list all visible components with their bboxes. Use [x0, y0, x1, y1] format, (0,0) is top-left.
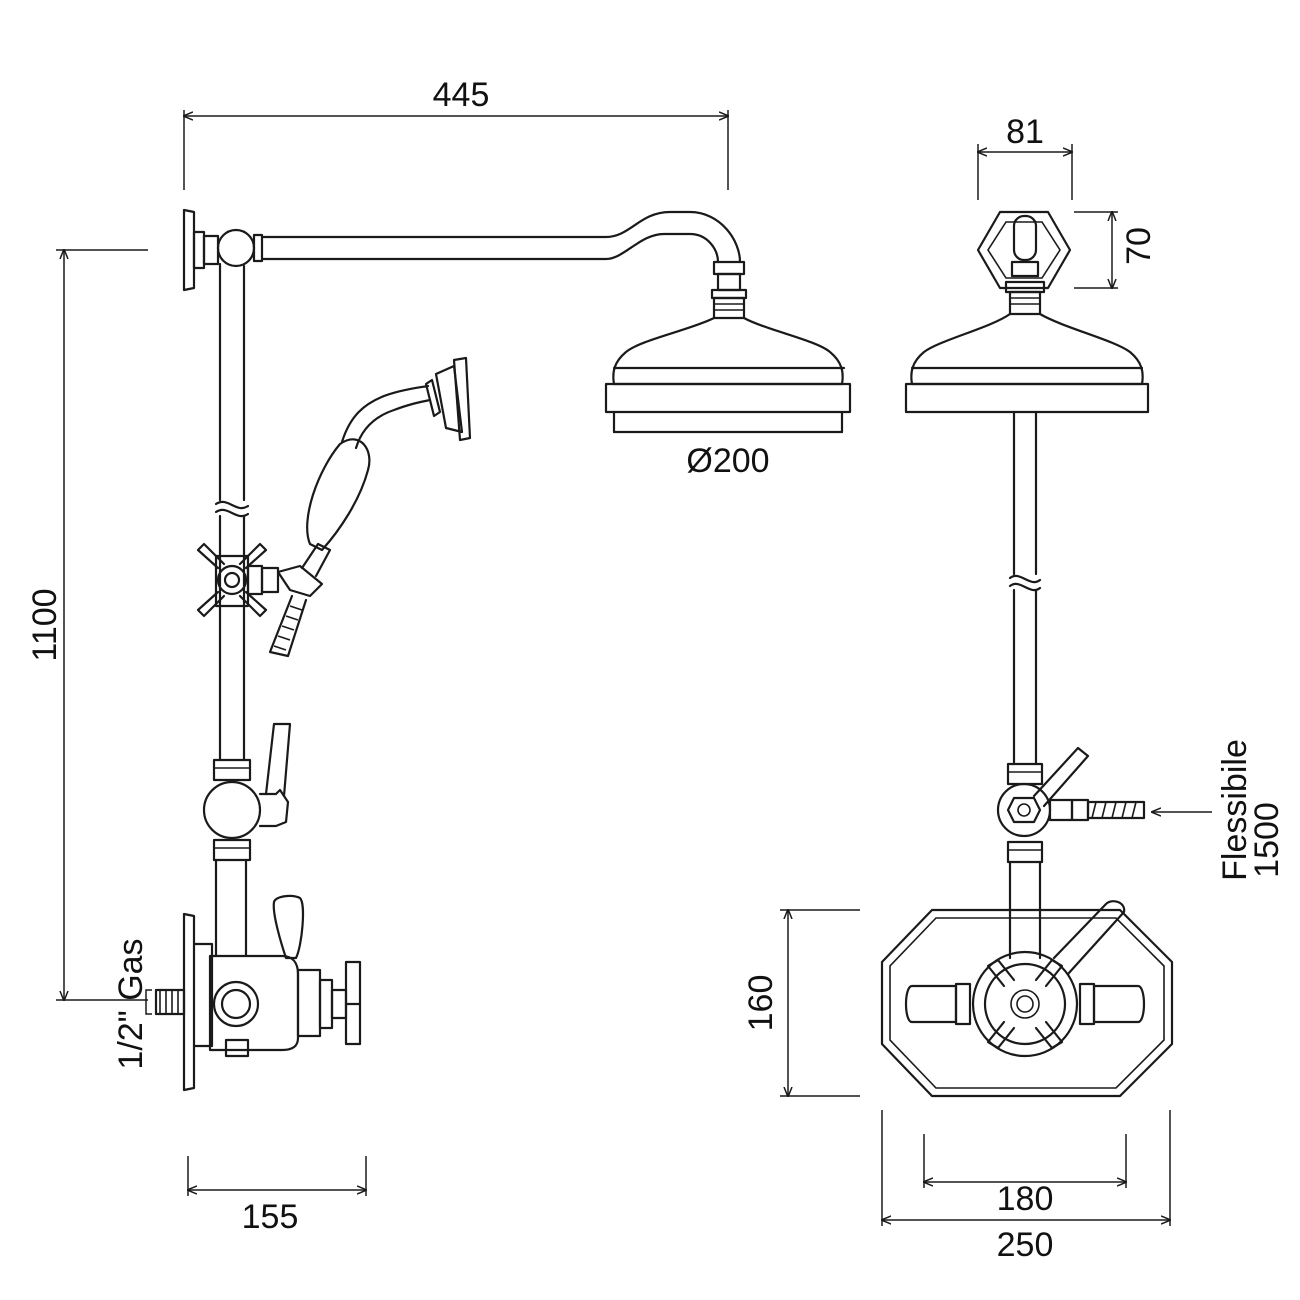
shower-head-side: [604, 316, 852, 434]
dim-nut-width: 81: [1006, 113, 1044, 151]
dim-plate-height: 160: [742, 975, 780, 1032]
front-view: [880, 210, 1174, 1098]
dim-head-diameter: Ø200: [686, 442, 769, 480]
riser-rail: [214, 262, 250, 762]
diverter-side: [202, 722, 292, 862]
dim-inner-width: 180: [997, 1180, 1054, 1218]
slider-bracket: [196, 542, 280, 618]
shower-head-front: [904, 312, 1150, 414]
diverter-front: [996, 746, 1146, 864]
side-view: [154, 208, 852, 1092]
valve-plate-front: [880, 900, 1174, 1098]
hex-nut: [976, 210, 1072, 316]
label-hose: Flessibile: [1216, 739, 1254, 881]
dim-thread: 1/2" Gas: [112, 938, 150, 1069]
arm-joint: [216, 228, 264, 268]
valve-body-side: [154, 894, 362, 1092]
dimension-labels: 445 1100 Ø200 155 1/2" Gas 81 70 Flessib…: [26, 76, 1286, 1264]
dimension-lines: [56, 110, 1212, 1226]
dim-plate-width: 250: [997, 1226, 1054, 1264]
dim-arm-reach: 445: [433, 76, 490, 114]
wall-flange-top: [182, 208, 220, 292]
shower-arm: [260, 210, 742, 264]
dim-overall-height: 1100: [26, 588, 64, 661]
dim-nut-height: 70: [1120, 227, 1158, 265]
dim-side-width: 155: [242, 1198, 299, 1236]
hand-shower: [268, 356, 472, 658]
dim-hose-length: 1500: [1248, 802, 1286, 878]
